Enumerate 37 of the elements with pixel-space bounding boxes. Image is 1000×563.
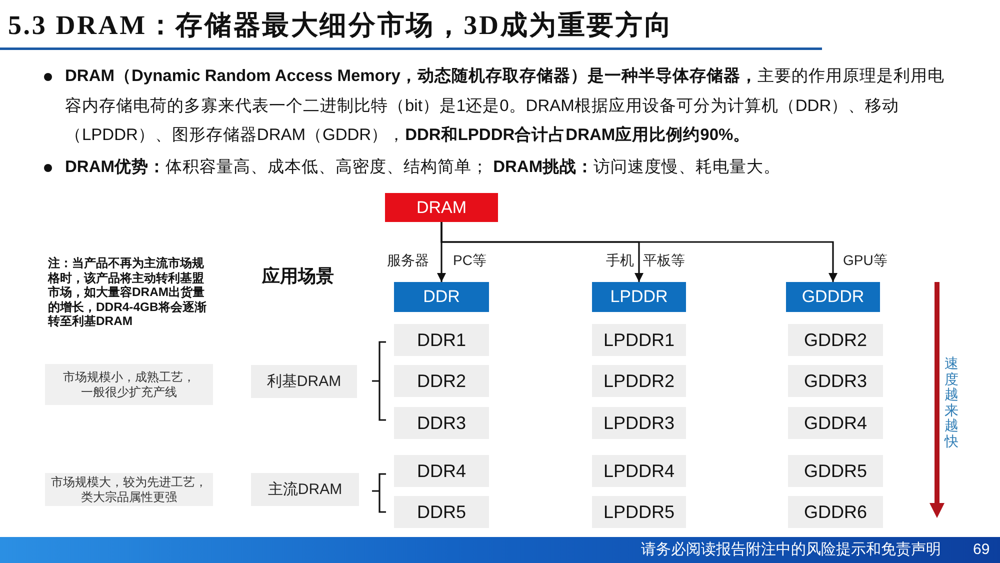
note-box: 市场规模小，成熟工艺，一般很少扩充产线 <box>45 364 213 405</box>
generation-box: LPDDR4 <box>592 455 686 487</box>
generation-box: GDDR4 <box>788 407 883 439</box>
arrow-caption: GPU等 <box>843 251 888 270</box>
root-box: DRAM <box>385 193 498 222</box>
segment-box: 主流DRAM <box>251 473 359 506</box>
page-number: 69 <box>973 540 990 560</box>
generation-box: LPDDR2 <box>592 365 686 397</box>
bullet-text: DRAM优势：体积容量高、成本低、高密度、结构简单； DRAM挑战：访问速度慢、耗电量大。 <box>65 157 782 178</box>
generation-box: LPDDR3 <box>592 407 686 439</box>
segment-box: 利基DRAM <box>251 365 357 398</box>
generation-box: GDDR5 <box>788 455 883 487</box>
arrow-caption: PC等 <box>453 251 486 270</box>
category-box: GDDDR <box>786 282 880 312</box>
bullet-text: DRAM（Dynamic Random Access Memory，动态随机存取存储器）是一种半导体存储器，主要的作用原理是利用电容内存储电荷的多寡来代表一个二进制比特（bit）是1还是0。DRAM根据应用设备可分为计算机（DDR）、移动（LPDDR）、图形存储器DRAM（GDDR），DDR和LPDDR合计占DRAM应用比例约90%。 <box>65 66 946 146</box>
category-box: DDR <box>394 282 489 312</box>
generation-box: DDR5 <box>394 496 489 528</box>
generation-box: LPDDR5 <box>592 496 686 528</box>
arrow-caption: 手机 <box>606 251 634 270</box>
generation-box: LPDDR1 <box>592 324 686 356</box>
generation-box: DDR1 <box>394 324 489 356</box>
arrow-caption: 服务器 <box>387 251 429 270</box>
generation-box: DDR2 <box>394 365 489 397</box>
title-text: 5.3 DRAM：存储器最大细分市场，3D成为重要方向 <box>8 9 674 41</box>
section-label: 应用场景 <box>262 265 334 288</box>
note-text: 注：当产品不再为主流市场规格时，该产品将主动转利基盟市场，如大量容DRAM出货量的增长，DDR4-4GB将会逐渐转至利基DRAM <box>48 256 208 329</box>
generation-box: GDDR6 <box>788 496 883 528</box>
generation-box: DDR3 <box>394 407 489 439</box>
footer-text: 请务必阅读报告附注中的风险提示和免责声明 <box>641 540 941 560</box>
vertical-caption: 速度越来越快 <box>944 356 959 449</box>
note-box: 市场规模大，较为先进工艺，类大宗品属性更强 <box>45 473 213 506</box>
arrow <box>440 222 838 282</box>
arrow-caption: 平板等 <box>643 251 685 270</box>
generation-box: DDR4 <box>394 455 489 487</box>
category-box: LPDDR <box>592 282 686 312</box>
generation-box: GDDR2 <box>788 324 883 356</box>
generation-box: GDDR3 <box>788 365 883 397</box>
